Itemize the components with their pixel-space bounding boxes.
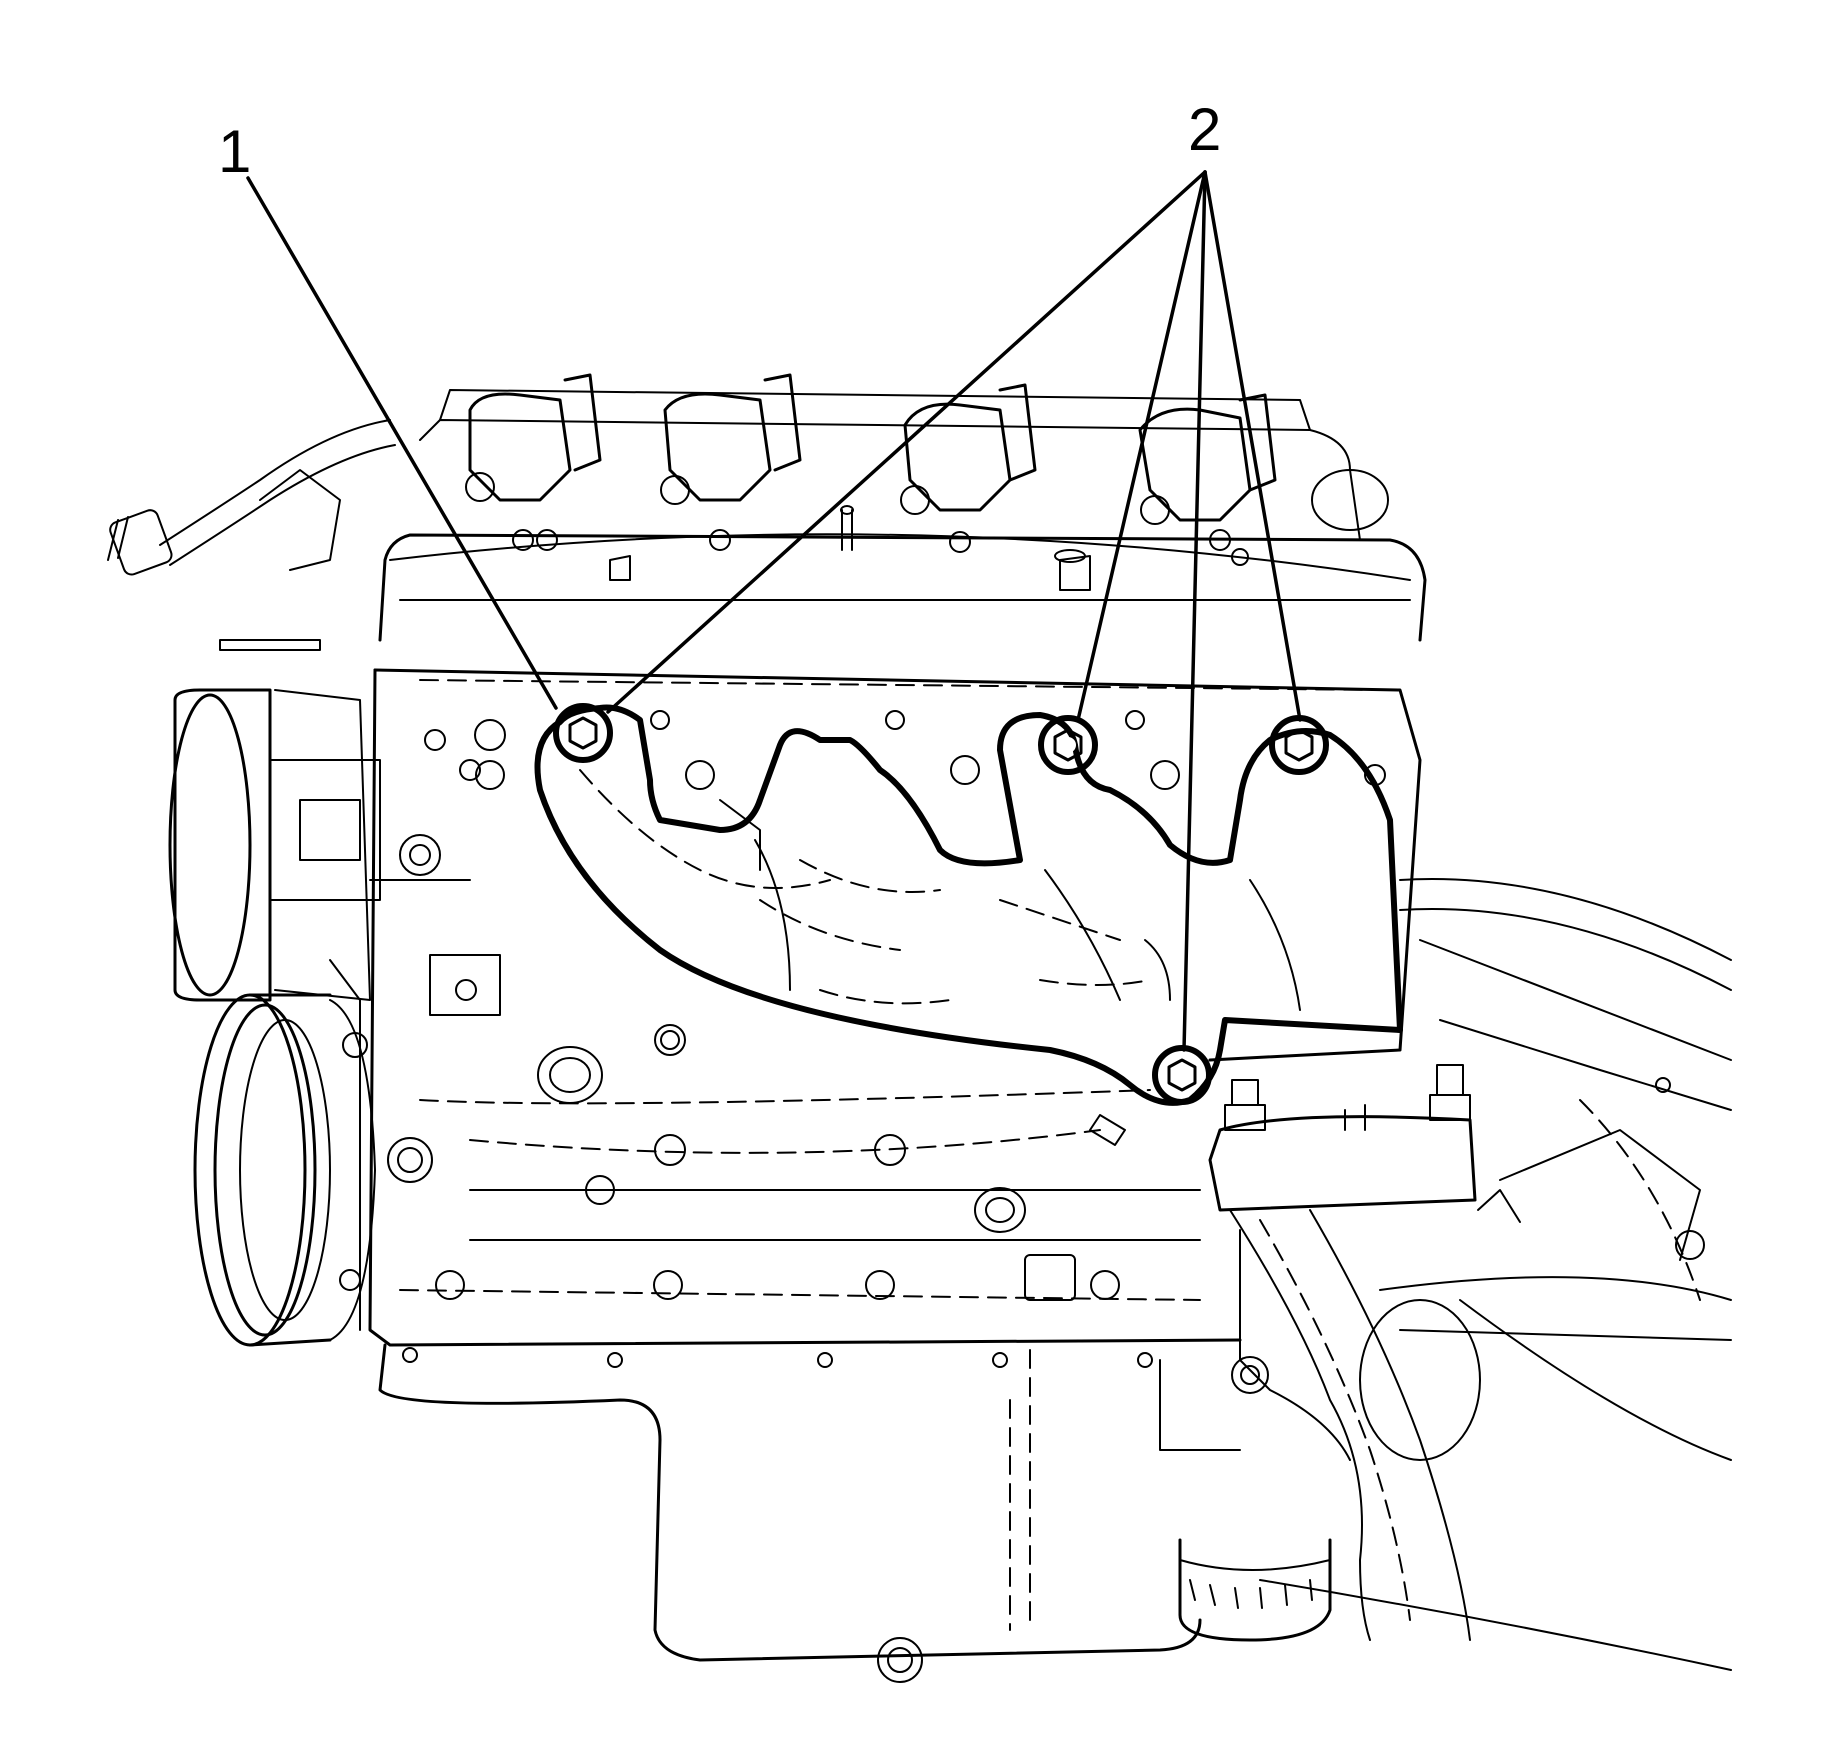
leader-lines — [246, 170, 1302, 1052]
leader-line-2c — [1203, 170, 1302, 722]
callout-1: 1 — [218, 118, 251, 185]
leader-line-2a — [606, 170, 1207, 714]
engine-block — [368, 668, 1422, 1368]
wiring-harness — [107, 419, 396, 651]
manifold-bolts — [553, 703, 1329, 1105]
pulley-icon — [193, 993, 332, 1347]
hex-bolt-icon — [553, 703, 613, 763]
valve-cover — [378, 373, 1427, 642]
leader-line-2b — [1076, 170, 1207, 722]
hex-bolt-icon — [1152, 1045, 1212, 1105]
hex-bolt-icon — [1038, 715, 1098, 775]
oil-pan — [378, 1343, 1332, 1683]
accessory-drive — [168, 688, 381, 1347]
hex-bolt-icon — [1269, 715, 1329, 775]
ignition-coils — [468, 373, 1389, 531]
vehicle-frame — [1259, 878, 1732, 1671]
exhaust-pipe — [1208, 1064, 1481, 1641]
callout-2: 2 — [1188, 96, 1221, 163]
leader-line-2d — [1182, 170, 1207, 1052]
exhaust-manifold — [534, 704, 1403, 1106]
leader-line-1 — [246, 176, 558, 710]
